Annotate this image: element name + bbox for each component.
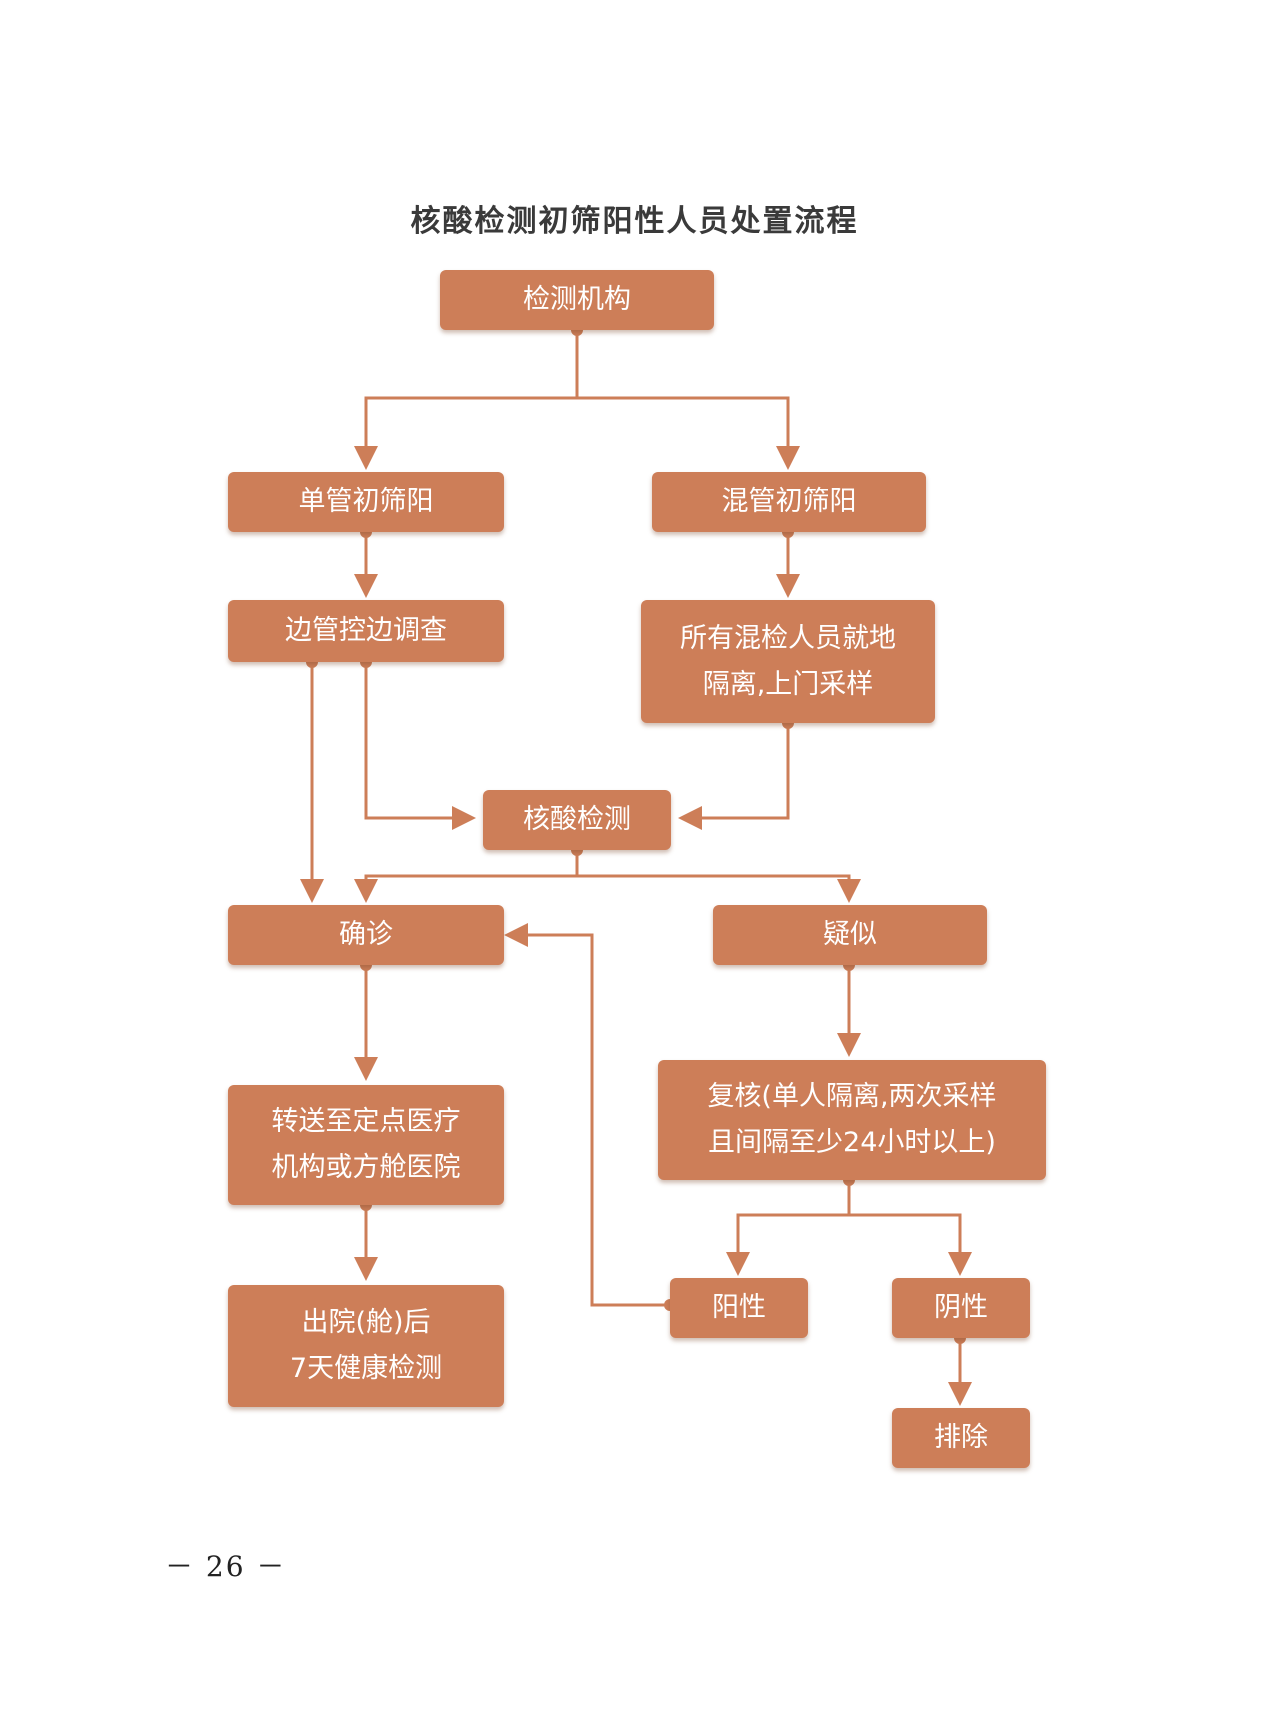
connector-agency-to-single (354, 396, 577, 470)
node-exclude: 排除 (892, 1408, 1030, 1468)
connector-recheck-to-negative (849, 1213, 972, 1276)
node-nucleic-acid-test: 核酸检测 (483, 790, 671, 850)
connector-test-to-confirmed (354, 874, 577, 903)
node-recheck: 复核(单人隔离,两次采样 且间隔至少24小时以上) (658, 1060, 1046, 1180)
node-mixed-tube-positive: 混管初筛阳 (652, 472, 926, 532)
node-isolate-and-sample: 所有混检人员就地 隔离,上门采样 (641, 600, 935, 723)
node-suspected: 疑似 (713, 905, 987, 965)
connector-control-to-test (364, 662, 476, 830)
connector-test-to-suspected (577, 874, 861, 903)
node-testing-agency: 检测机构 (440, 270, 714, 330)
connector-positive-to-confirmed (504, 923, 670, 1307)
connector-agency-to-mixed (577, 396, 800, 470)
node-confirmed: 确诊 (228, 905, 504, 965)
node-discharge-health-check: 出院(舱)后 7天健康检测 (228, 1285, 504, 1407)
node-negative: 阴性 (892, 1278, 1030, 1338)
page-title: 核酸检测初筛阳性人员处置流程 (410, 204, 859, 239)
node-positive: 阳性 (670, 1278, 808, 1338)
node-single-tube-positive: 单管初筛阳 (228, 472, 504, 532)
connector-isolate-to-test (678, 723, 790, 830)
node-control-and-investigate: 边管控边调查 (228, 600, 504, 662)
node-transfer-to-hospital: 转送至定点医疗 机构或方舱医院 (228, 1085, 504, 1205)
page-number: － 26 － (165, 1550, 287, 1583)
connector-recheck-to-positive (726, 1213, 849, 1276)
